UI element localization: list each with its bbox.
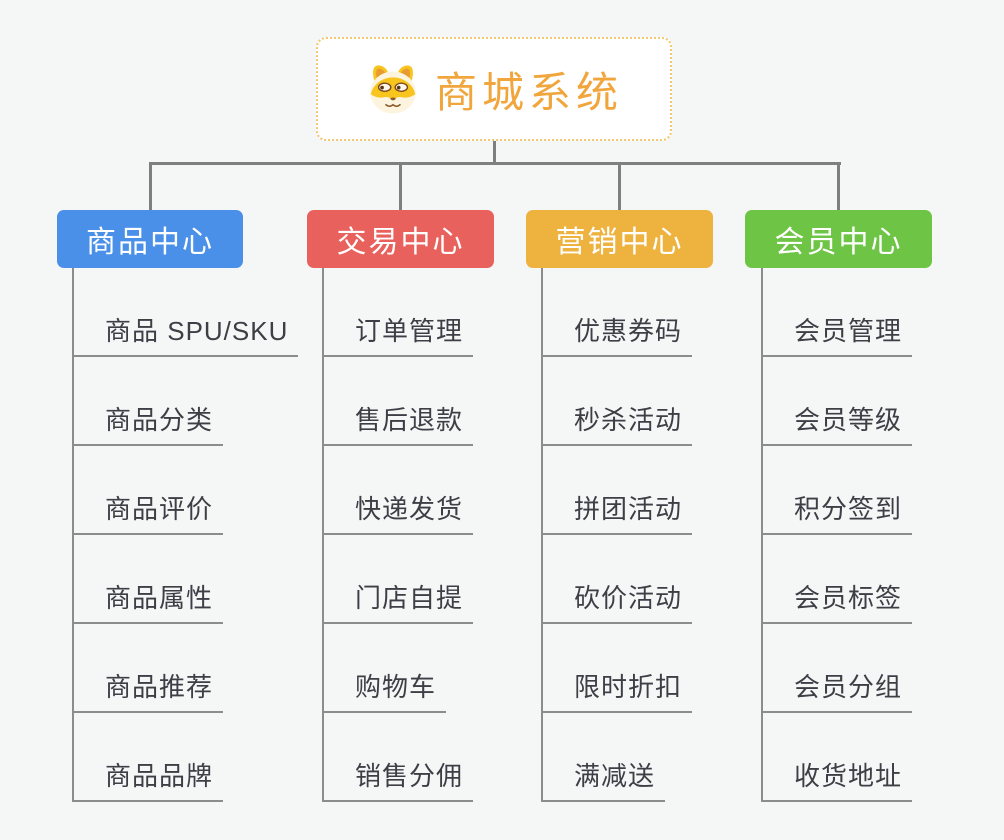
leaf-node[interactable]: 商品分类 [72,357,224,446]
dog-face-icon [370,65,416,114]
leaf-node[interactable]: 会员等级 [761,357,913,446]
leaf-node[interactable]: 积分签到 [761,446,913,535]
branch-node-member-center[interactable]: 会员中心 [745,210,932,268]
branch-spine-connector [761,268,763,802]
leaf-node[interactable]: 商品 SPU/SKU [72,268,299,357]
leaf-node[interactable]: 商品评价 [72,446,224,535]
leaf-node[interactable]: 收货地址 [761,713,913,802]
branch-spine-connector [322,268,324,802]
leaf-node[interactable]: 拼团活动 [541,446,693,535]
leaf-node[interactable]: 购物车 [322,624,447,713]
leaf-node[interactable]: 秒杀活动 [541,357,693,446]
branch-items-marketing-center: 优惠券码 秒杀活动 拼团活动 砍价活动 限时折扣 满减送 [541,268,693,802]
branch-items-trade-center: 订单管理 售后退款 快递发货 门店自提 购物车 销售分佣 [322,268,474,802]
root-node-title: 商城系统 [434,68,623,116]
leaf-node[interactable]: 限时折扣 [541,624,693,713]
branch-bus-connector [149,162,841,165]
leaf-node[interactable]: 优惠券码 [541,268,693,357]
branch-spine-connector [541,268,543,802]
leaf-node[interactable]: 商品推荐 [72,624,224,713]
branch-items-product-center: 商品 SPU/SKU 商品分类 商品评价 商品属性 商品推荐 商品品牌 [72,268,299,802]
root-node-mall-system[interactable]: 商城系统 [316,37,672,141]
leaf-node[interactable]: 会员标签 [761,535,913,624]
leaf-node[interactable]: 订单管理 [322,268,474,357]
branch-drop-connector [149,162,152,210]
branch-node-trade-center[interactable]: 交易中心 [307,210,494,268]
leaf-node[interactable]: 商品属性 [72,535,224,624]
branch-drop-connector [618,162,621,210]
leaf-node[interactable]: 砍价活动 [541,535,693,624]
leaf-node[interactable]: 门店自提 [322,535,474,624]
branch-node-marketing-center[interactable]: 营销中心 [526,210,713,268]
leaf-node[interactable]: 销售分佣 [322,713,474,802]
branch-drop-connector [837,162,840,210]
leaf-node[interactable]: 会员分组 [761,624,913,713]
root-stem-connector [493,141,496,164]
branch-items-member-center: 会员管理 会员等级 积分签到 会员标签 会员分组 收货地址 [761,268,913,802]
leaf-node[interactable]: 会员管理 [761,268,913,357]
leaf-node[interactable]: 满减送 [541,713,666,802]
leaf-node[interactable]: 商品品牌 [72,713,224,802]
leaf-node[interactable]: 售后退款 [322,357,474,446]
branch-node-product-center[interactable]: 商品中心 [57,210,243,268]
branch-spine-connector [72,268,74,802]
branch-drop-connector [399,162,402,210]
leaf-node[interactable]: 快递发货 [322,446,474,535]
